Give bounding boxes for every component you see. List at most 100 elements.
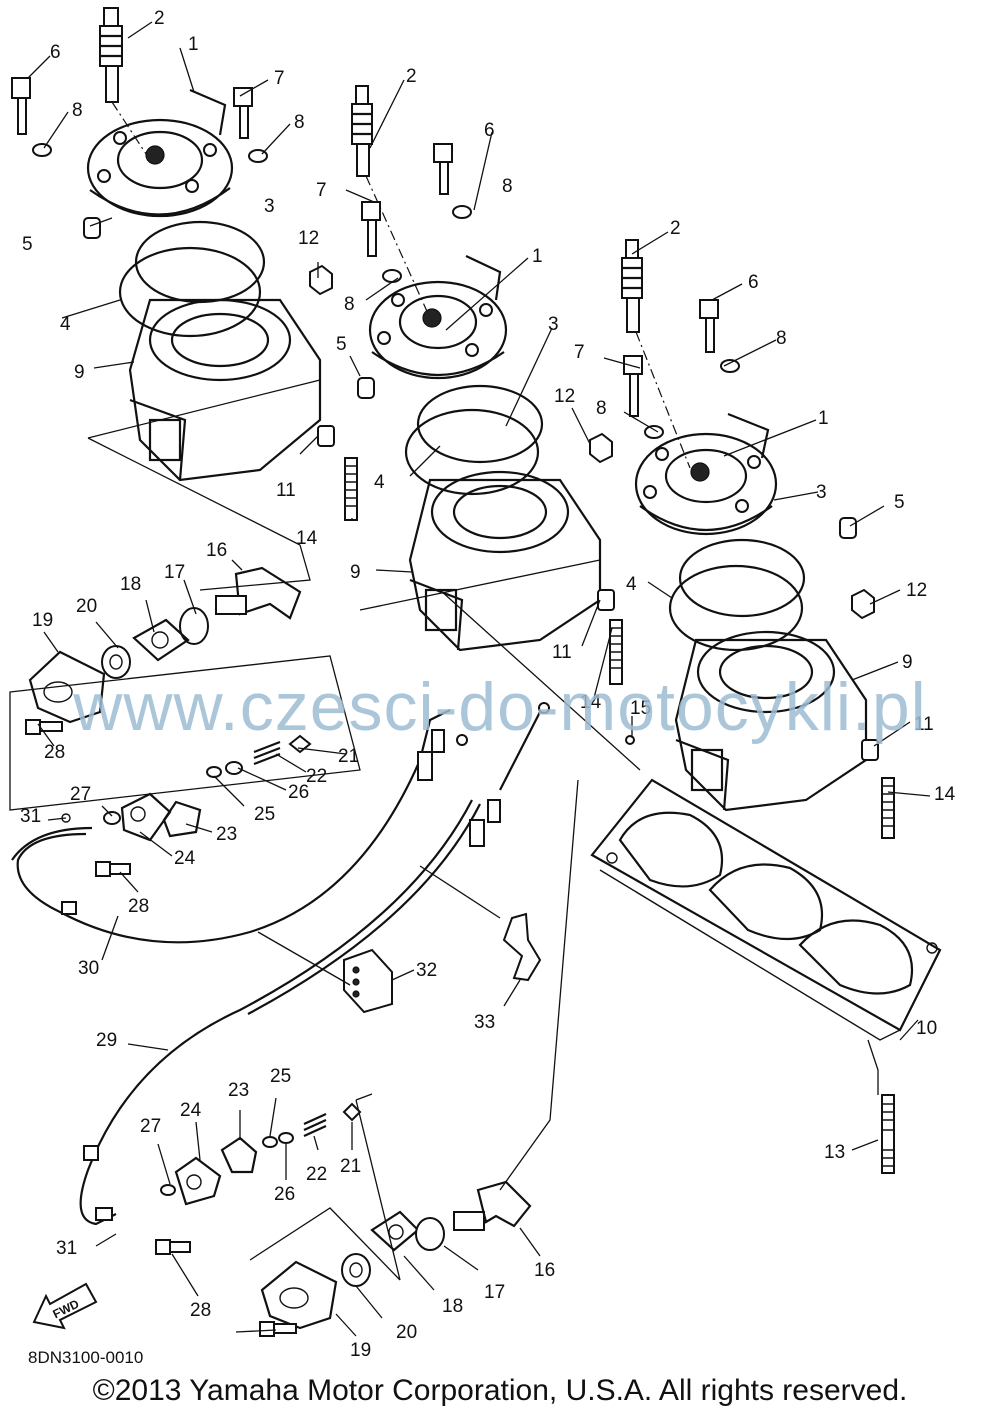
callout-14-mid: 14	[580, 692, 602, 713]
copyright-notice: ©2013 Yamaha Motor Corporation, U.S.A. A…	[92, 1374, 908, 1407]
callout-12-right: 12	[906, 580, 927, 601]
spark-plug-middle	[351, 85, 431, 319]
collar-11-middle	[597, 589, 615, 611]
callout-23: 23	[216, 824, 237, 845]
callout-3-mid: 3	[548, 314, 559, 335]
cylinder-body-left	[128, 298, 322, 482]
callout-25b: 25	[270, 1066, 291, 1087]
callout-7-right: 7	[574, 342, 585, 363]
washer-8-left-a	[32, 143, 52, 157]
callout-25: 25	[254, 804, 275, 825]
head-bolt-7-left	[233, 87, 253, 139]
cylinder-head-middle	[368, 255, 508, 380]
cable-holder-32	[343, 948, 393, 1014]
head-bolt-7-middle	[361, 201, 381, 257]
callout-6-right: 6	[748, 272, 759, 293]
callout-1-right: 1	[818, 408, 829, 429]
callout-32: 32	[416, 960, 437, 981]
callout-6-mid: 6	[484, 120, 495, 141]
nut-12-right	[851, 588, 875, 620]
callout-8: 8	[72, 100, 83, 121]
callout-11-right: 11	[914, 714, 934, 735]
callout-30: 30	[78, 958, 99, 979]
callout-11-mid: 11	[552, 642, 572, 663]
callout-20b: 20	[396, 1322, 417, 1343]
stud-13	[881, 1094, 895, 1174]
watermark: www.czesci-do-motocykli.pl	[73, 669, 927, 745]
callout-26b: 26	[274, 1184, 295, 1205]
spark-plug-right	[621, 239, 691, 469]
callout-29: 29	[96, 1030, 117, 1051]
o-ring-3-left	[134, 220, 266, 304]
cylinder-base-gasket	[590, 778, 942, 1041]
washer-8-middle-a	[452, 205, 472, 219]
o-ring-4-left	[118, 246, 262, 338]
callout-2-right: 2	[670, 218, 681, 239]
callout-1-mid: 1	[532, 246, 543, 267]
callout-17: 17	[164, 562, 185, 583]
callout-8b: 8	[294, 112, 305, 133]
cylinder-assembly-right	[621, 239, 895, 839]
callout-33: 33	[474, 1012, 495, 1033]
head-bolt-6-middle	[433, 143, 453, 195]
cylinder-head-right	[634, 412, 778, 536]
callout-15: 15	[630, 698, 651, 719]
dowel-pin-5-right	[839, 517, 857, 539]
spark-plug-left	[99, 7, 151, 161]
callout-16b: 16	[534, 1260, 555, 1281]
callout-18: 18	[120, 574, 141, 595]
collar-11-right	[861, 739, 879, 761]
callout-8b-mid: 8	[344, 294, 355, 315]
callout-5-mid: 5	[336, 334, 347, 355]
stud-14-right	[881, 777, 895, 839]
callout-12-mid: 12	[554, 386, 575, 407]
fwd-arrow-icon: FWD	[32, 1282, 98, 1330]
callout-14-right: 14	[934, 784, 956, 805]
callout-19b: 19	[350, 1340, 371, 1361]
callout-8b-right: 8	[596, 398, 607, 419]
callout-9: 9	[74, 362, 85, 383]
callout-28: 28	[44, 742, 65, 763]
callout-4: 4	[60, 314, 71, 335]
callout-23b: 23	[228, 1080, 249, 1101]
callout-22: 22	[306, 766, 327, 787]
callout-24: 24	[174, 848, 196, 869]
callout-12: 12	[298, 228, 319, 249]
stud-14-left	[344, 457, 358, 521]
lower-valve-group	[155, 779, 579, 1337]
callout-8-mid: 8	[502, 176, 513, 197]
nut-12-middle	[589, 432, 613, 464]
callout-9-right: 9	[902, 652, 913, 673]
cylinder-body-middle	[408, 470, 602, 652]
o-ring-3-middle	[416, 384, 544, 464]
callout-27: 27	[70, 784, 91, 805]
washer-8-middle-b	[382, 269, 402, 283]
collar-11-left	[317, 425, 335, 447]
callout-16: 16	[206, 540, 227, 561]
callout-2: 2	[154, 8, 165, 29]
o-ring-4-right	[668, 564, 804, 652]
callout-11: 11	[276, 480, 296, 501]
cylinder-assembly-left	[11, 7, 358, 591]
washer-8-right-a	[720, 359, 740, 373]
callout-13: 13	[824, 1142, 845, 1163]
callout-3-right: 3	[816, 482, 827, 503]
callout-10: 10	[916, 1018, 937, 1039]
callout-21b: 21	[340, 1156, 361, 1177]
cylinder-head-left	[86, 88, 234, 218]
callout-27b: 27	[140, 1116, 161, 1137]
o-ring-3-right	[678, 538, 806, 618]
callout-7: 7	[274, 68, 285, 89]
callouts: 2 1 6 7 8 8 3 5 12 4 9 11 14 2 6 7 8 1 8…	[20, 8, 956, 1361]
callout-14: 14	[296, 528, 318, 549]
callout-8-right: 8	[776, 328, 787, 349]
head-bolt-7-right	[623, 355, 643, 417]
drawing-code: 8DN3100-0010	[28, 1348, 144, 1367]
callout-26: 26	[288, 782, 309, 803]
callout-18b: 18	[442, 1296, 463, 1317]
callout-24b: 24	[180, 1100, 202, 1121]
head-bolt-6-left	[11, 77, 31, 135]
callout-17b: 17	[484, 1282, 505, 1303]
callout-6: 6	[50, 42, 61, 63]
callout-21: 21	[338, 746, 359, 767]
